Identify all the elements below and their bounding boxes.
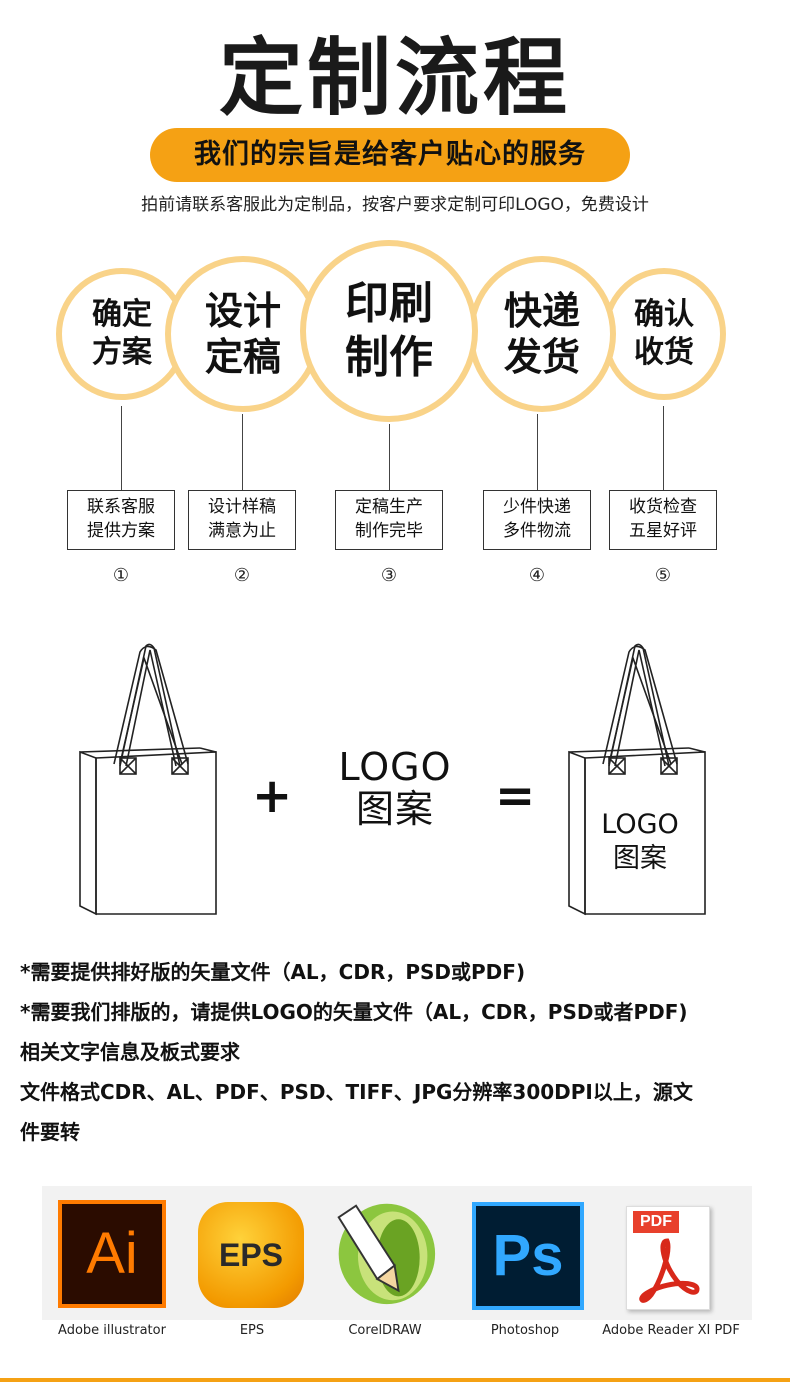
bottom-divider: [0, 1378, 790, 1382]
plus-sign: +: [252, 768, 293, 824]
coreldraw-icon: [337, 1203, 436, 1305]
connector-line: [663, 406, 664, 490]
pdf-icon: PDF: [626, 1206, 710, 1310]
step-number-2: ②: [233, 565, 251, 586]
step-box-5: 收货检查五星好评: [609, 490, 717, 550]
software-caption: Adobe Reader XI PDF: [602, 1323, 740, 1338]
step-box-1: 联系客服提供方案: [67, 490, 175, 550]
step-number-5: ⑤: [654, 565, 672, 586]
step-box-3: 定稿生产制作完毕: [335, 490, 443, 550]
requirement-line-5: 件要转: [20, 1120, 80, 1144]
step-circle-5: 确认收货: [602, 268, 726, 400]
bag-logo-label: LOGO 图案: [601, 809, 679, 874]
logo-pattern-label: LOGO 图案: [338, 745, 452, 831]
step-number-4: ④: [528, 565, 546, 586]
eps-icon: EPS: [198, 1202, 304, 1308]
adobe-illustrator-icon: Ai: [58, 1200, 166, 1308]
notice-text: 拍前请联系客服此为定制品，按客户要求定制可印LOGO，免费设计: [141, 195, 649, 215]
photoshop-icon: Ps: [472, 1202, 584, 1310]
blank-bag-icon: [79, 643, 217, 916]
connector-line: [389, 424, 390, 490]
software-caption: EPS: [239, 1323, 265, 1338]
step-number-3: ③: [380, 565, 398, 586]
requirement-line-2: *需要我们排版的，请提供LOGO的矢量文件（AL，CDR，PSD或者PDF): [20, 1000, 688, 1024]
step-circle-3: 印刷制作: [300, 240, 478, 422]
software-caption: Photoshop: [490, 1323, 560, 1338]
step-circle-2: 设计定稿: [165, 256, 321, 412]
connector-line: [537, 414, 538, 490]
connector-line: [121, 406, 122, 490]
step-box-4: 少件快递多件物流: [483, 490, 591, 550]
page-title: 定制流程: [218, 29, 571, 127]
step-number-1: ①: [112, 565, 130, 586]
software-caption: Adobe illustrator: [58, 1323, 166, 1338]
software-caption: CorelDRAW: [348, 1323, 422, 1338]
requirement-line-1: *需要提供排好版的矢量文件（AL，CDR，PSD或PDF): [20, 960, 526, 984]
requirement-line-4: 文件格式CDR、AL、PDF、PSD、TIFF、JPG分辨率300DPI以上，源…: [20, 1080, 693, 1104]
printed-bag-icon: [568, 643, 706, 916]
requirement-line-3: 相关文字信息及板式要求: [20, 1040, 240, 1064]
connector-line: [242, 414, 243, 490]
step-circle-4: 快递发货: [468, 256, 616, 412]
step-box-2: 设计样稿满意为止: [188, 490, 296, 550]
equals-sign: =: [495, 768, 536, 824]
acrobat-swirl-icon: [639, 1238, 700, 1303]
slogan-banner: 我们的宗旨是给客户贴心的服务: [150, 128, 630, 182]
